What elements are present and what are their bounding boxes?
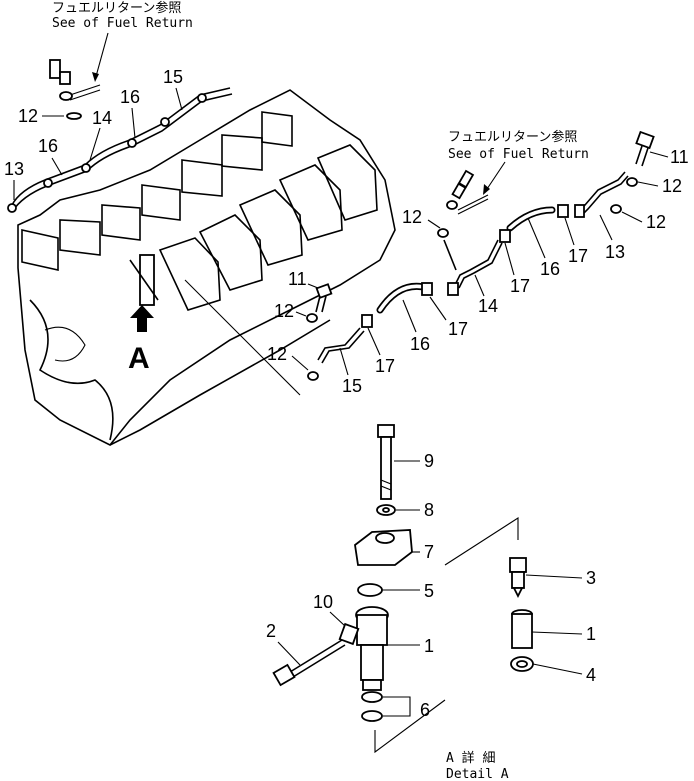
injector-exploded: 9 8 7 5 1 10 2 6 — [266, 424, 519, 754]
svg-text:16: 16 — [38, 136, 58, 156]
fuel-return-note-mid: フュエルリターン参照 See of Fuel Return — [446, 129, 589, 215]
note-mid-en: See of Fuel Return — [448, 147, 589, 162]
svg-text:11: 11 — [288, 269, 307, 289]
svg-text:11: 11 — [670, 147, 689, 167]
svg-text:15: 15 — [342, 376, 362, 396]
svg-text:6: 6 — [420, 700, 430, 720]
view-arrow-a: A — [128, 305, 154, 375]
middle-pipe-assembly: 11 12 17 16 17 15 12 — [267, 269, 468, 396]
svg-text:1: 1 — [424, 636, 434, 656]
svg-text:16: 16 — [120, 87, 140, 107]
svg-text:17: 17 — [448, 319, 468, 339]
svg-text:7: 7 — [424, 542, 434, 562]
svg-text:17: 17 — [568, 246, 588, 266]
svg-text:12: 12 — [18, 106, 38, 126]
svg-text:13: 13 — [4, 159, 24, 179]
svg-text:12: 12 — [646, 212, 666, 232]
svg-text:1: 1 — [586, 624, 596, 644]
note-top-en: See of Fuel Return — [52, 16, 193, 31]
svg-text:9: 9 — [424, 451, 434, 471]
note-top-jp: フュエルリターン参照 — [52, 0, 181, 16]
svg-text:10: 10 — [313, 592, 333, 612]
svg-text:8: 8 — [424, 500, 434, 520]
detail-a: 3 1 4 A 詳 細 Detail A — [446, 557, 596, 781]
engine-block — [7, 87, 396, 447]
svg-text:17: 17 — [375, 356, 395, 376]
svg-text:14: 14 — [478, 296, 498, 316]
right-pipe-assembly: 11 12 12 13 17 16 17 14 12 — [402, 130, 689, 316]
svg-text:4: 4 — [586, 665, 596, 685]
svg-text:16: 16 — [540, 259, 560, 279]
detail-a-jp: A 詳 細 — [446, 750, 495, 766]
svg-text:13: 13 — [605, 242, 625, 262]
svg-text:17: 17 — [510, 276, 530, 296]
detail-a-en: Detail A — [446, 767, 509, 781]
note-mid-jp: フュエルリターン参照 — [448, 129, 577, 145]
svg-text:12: 12 — [267, 344, 287, 364]
svg-text:12: 12 — [274, 301, 294, 321]
svg-text:3: 3 — [586, 568, 596, 588]
top-callouts: 12 14 16 16 13 15 — [4, 67, 183, 200]
svg-text:16: 16 — [410, 334, 430, 354]
view-a-label: A — [128, 342, 150, 375]
svg-text:2: 2 — [266, 621, 276, 641]
fuel-return-note-top: フュエルリターン参照 See of Fuel Return — [49, 0, 193, 101]
svg-text:15: 15 — [163, 67, 183, 87]
svg-text:5: 5 — [424, 581, 434, 601]
svg-text:14: 14 — [92, 108, 112, 128]
svg-text:12: 12 — [662, 176, 682, 196]
svg-text:12: 12 — [402, 207, 422, 227]
